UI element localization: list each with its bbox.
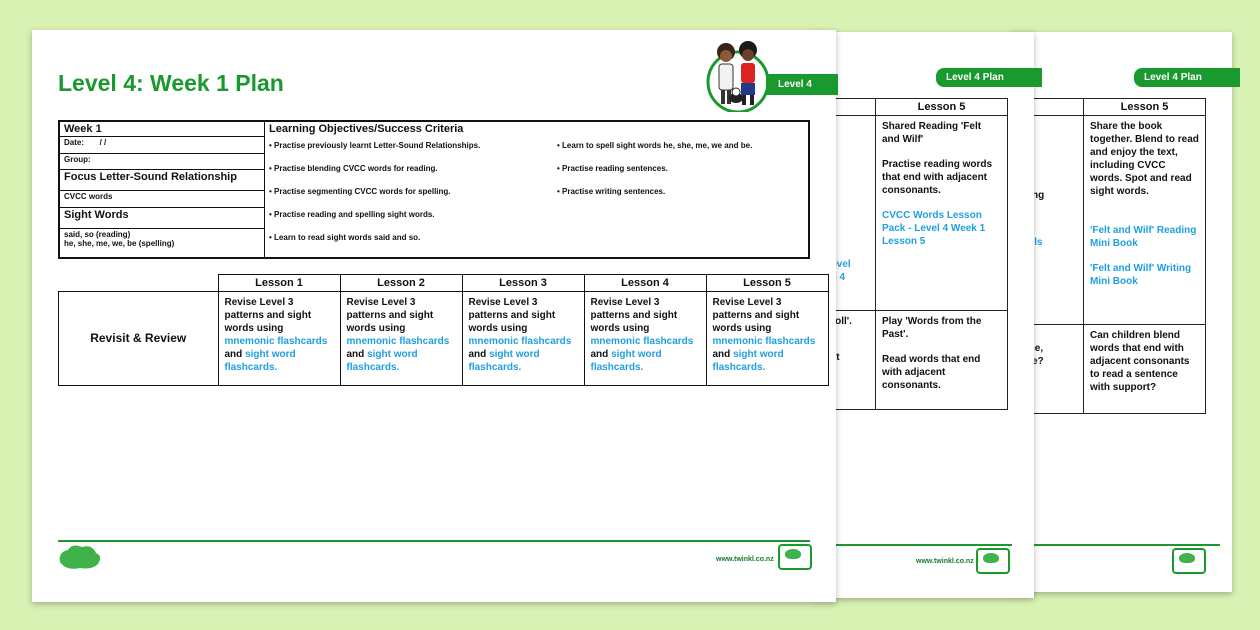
- sight-word-flashcards-link[interactable]: sight word flashcards.: [224, 349, 296, 373]
- objectives-list-right: Learn to spell sight words he, she, me, …: [557, 135, 752, 256]
- lesson-1-cell: Revise Level 3 patterns and sight words …: [217, 291, 341, 386]
- twinkl-phonics-logo-icon: [59, 545, 101, 569]
- level-4-plan-tag: Level 4 Plan: [1134, 68, 1240, 87]
- focus-value: CVCC words: [58, 190, 265, 208]
- level-4-plan-tag: Level 4 Plan: [936, 68, 1042, 87]
- group-row: Group:: [58, 152, 265, 171]
- week-label: Week 1: [58, 120, 265, 137]
- mnemonic-flashcards-link[interactable]: mnemonic flashcards: [224, 336, 328, 347]
- lesson-table: Lesson 1 Lesson 2 Lesson 3 Lesson 4 Less…: [58, 274, 829, 386]
- lesson-4-header: Lesson 4: [583, 274, 707, 292]
- objective-item: Learn to read sight words said and so.: [269, 233, 557, 242]
- sight-words-value: said, so (reading)he, she, me, we, be (s…: [58, 227, 265, 259]
- reading-mini-book-link[interactable]: 'Felt and Wilf' Reading Mini Book: [1090, 225, 1197, 249]
- page-2-preview: Level 4 Plan 4 Lesson 5 ly e, g d - Leve…: [812, 32, 1042, 598]
- twinkl-badge-icon: [976, 548, 1010, 574]
- sight-word-flashcards-link[interactable]: sight word flashcards.: [468, 349, 540, 373]
- lesson-table-page2: 4 Lesson 5 ly e, g d - Level son 4 Share…: [812, 98, 1008, 410]
- lesson-2-cell: Revise Level 3 patterns and sight words …: [339, 291, 463, 386]
- sight-word-flashcards-link[interactable]: sight word flashcards.: [712, 349, 784, 373]
- lesson-5-cell-top: Share the book together. Blend to read a…: [1083, 115, 1206, 325]
- objectives-list-left: Practise previously learnt Letter-Sound …: [269, 135, 557, 256]
- empty-corner: [59, 275, 219, 292]
- lesson-4-cell: Revise Level 3 patterns and sight words …: [583, 291, 707, 386]
- lesson-5-cell-top: Shared Reading 'Felt and Wilf' Practise …: [875, 115, 1008, 311]
- lesson-5-header: Lesson 5: [875, 98, 1008, 116]
- page-1-week-plan: Level 4: Week 1 Plan Level 4 Week 1 Lear…: [32, 30, 838, 602]
- objective-item: Practise segmenting CVCC words for spell…: [269, 187, 557, 196]
- level-4-tag: Level 4: [766, 74, 838, 95]
- footer-url[interactable]: www.twinkl.co.nz: [716, 556, 774, 563]
- footer-line: [58, 540, 810, 542]
- objectives-table: Week 1 Learning Objectives/Success Crite…: [58, 120, 810, 259]
- objective-item: Learn to spell sight words he, she, me, …: [557, 141, 752, 150]
- lesson-5-cell-bottom: Can children blend words that end with a…: [1083, 324, 1206, 414]
- cvcc-lesson-pack-link[interactable]: CVCC Words Lesson Pack - Level 4 Week 1 …: [882, 210, 986, 247]
- mnemonic-flashcards-link[interactable]: mnemonic flashcards: [590, 336, 694, 347]
- objective-item: Practise blending CVCC words for reading…: [269, 164, 557, 173]
- lesson-3-cell: Revise Level 3 patterns and sight words …: [461, 291, 585, 386]
- writing-mini-book-link[interactable]: 'Felt and Wilf' Writing Mini Book: [1090, 263, 1192, 287]
- mnemonic-flashcards-link[interactable]: mnemonic flashcards: [346, 336, 450, 347]
- lesson-1-header: Lesson 1: [217, 274, 341, 292]
- objective-item: Practise reading and spelling sight word…: [269, 210, 557, 219]
- lesson-5-header: Lesson 5: [705, 274, 829, 292]
- lesson-5-cell: Revise Level 3 patterns and sight words …: [705, 291, 829, 386]
- footer-url[interactable]: www.twinkl.co.nz: [916, 558, 974, 565]
- page-3-preview: Level 4 Plan 4 Lesson 5 en ces we, nping…: [1010, 32, 1240, 592]
- revisit-review-label: Revisit & Review: [58, 291, 219, 386]
- mnemonic-flashcards-link[interactable]: mnemonic flashcards: [468, 336, 572, 347]
- objectives-cell: Learning Objectives/Success Criteria Pra…: [264, 120, 810, 259]
- focus-heading: Focus Letter-Sound Relationship: [58, 169, 265, 192]
- lesson-table-page3: 4 Lesson 5 en ces we, nping heels Share …: [1010, 98, 1206, 414]
- twinkl-badge-icon: [778, 544, 812, 570]
- children-illustration-icon: [706, 41, 770, 112]
- objective-item: Practise previously learnt Letter-Sound …: [269, 141, 557, 150]
- date-row: Date: / /: [58, 136, 265, 154]
- page-title: Level 4: Week 1 Plan: [58, 70, 284, 96]
- lesson-3-header: Lesson 3: [461, 274, 585, 292]
- lesson-5-header: Lesson 5: [1083, 98, 1206, 116]
- objective-item: Practise reading sentences.: [557, 164, 752, 173]
- sight-words-heading: Sight Words: [58, 206, 265, 229]
- sight-word-flashcards-link[interactable]: sight word flashcards.: [346, 349, 418, 373]
- sight-word-flashcards-link[interactable]: sight word flashcards.: [590, 349, 662, 373]
- lesson-2-header: Lesson 2: [339, 274, 463, 292]
- objectives-heading: Learning Objectives/Success Criteria: [269, 123, 464, 135]
- mnemonic-flashcards-link[interactable]: mnemonic flashcards: [712, 336, 816, 347]
- objective-item: Practise writing sentences.: [557, 187, 752, 196]
- footer-line: [812, 544, 1012, 546]
- twinkl-badge-icon: [1172, 548, 1206, 574]
- footer-line: [1010, 544, 1220, 546]
- lesson-5-cell-bottom: Play 'Words from the Past'. Read words t…: [875, 310, 1008, 410]
